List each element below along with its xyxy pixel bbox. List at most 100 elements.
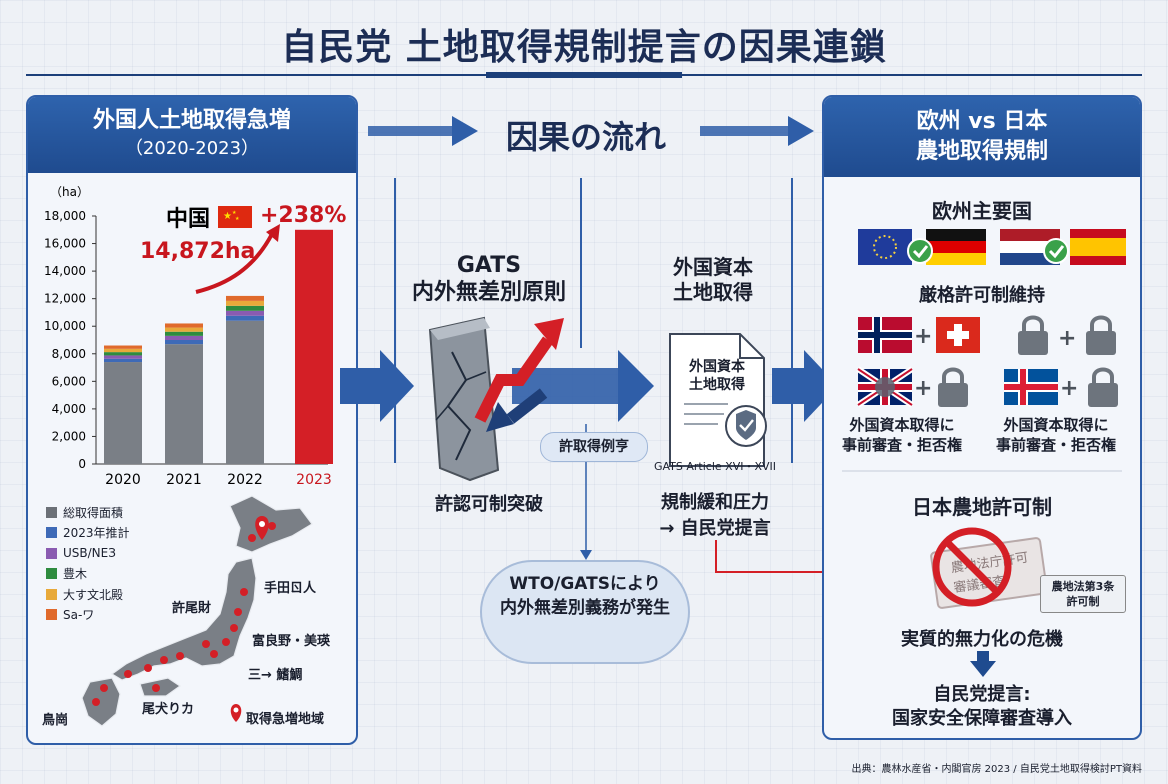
lock-icon <box>1088 367 1118 407</box>
bar-segment-2020 <box>104 358 142 363</box>
pressure-label: 規制緩和圧力 → 自民党提言 <box>659 492 771 539</box>
plus-icon: + <box>1060 376 1078 401</box>
flow-arrow-1 <box>340 350 414 422</box>
netherlands-flag-icon <box>1000 229 1060 265</box>
right-panel: 欧州 vs 日本 農地取得規制 欧州主要国 厳格許可制維持 外国資本取得に 事前… <box>822 95 1142 740</box>
map-label-niseko: 三→ 鰭鯛 <box>248 668 303 683</box>
chart-legend: 総取得面積 2023年推計 USB/NEЗ 豊木大す文北殿 Sа-ワ <box>46 502 130 625</box>
wto-bubble: WTO/GATSにより 内外無差別義務が発生 <box>480 560 690 664</box>
eu-caption: 厳格許可制維持 <box>919 285 1045 306</box>
norway-flag-icon <box>858 317 912 353</box>
legend-label: 豊木 <box>63 567 88 582</box>
legend-swatch <box>46 527 57 539</box>
title-divider-accent <box>486 72 682 78</box>
cracked-wall-icon <box>428 316 500 482</box>
map-label-south-mid: 尾犬りカ <box>142 702 195 717</box>
foreign-capital-title: 外国資本 土地取得 <box>673 255 753 304</box>
legend-item: 豊木 <box>46 564 130 585</box>
bar-segment-2022 <box>226 315 264 321</box>
svg-text:★: ★ <box>232 210 237 216</box>
y-tick-label: 6,000 <box>52 374 86 388</box>
legend-label: USB/NEЗ <box>63 546 116 561</box>
shield-check-icon <box>725 405 767 447</box>
legend-item: Sа-ワ <box>46 605 130 626</box>
map-label-left-mid: 許尾財 <box>172 601 212 616</box>
legend-pin-icon <box>230 704 242 722</box>
check-icon <box>1043 238 1069 264</box>
bar-2023 <box>295 229 333 464</box>
china-value-label: 14,872ha <box>140 239 255 264</box>
legend-item: USB/NEЗ <box>46 543 130 564</box>
x-tick-label: 2022 <box>227 472 263 488</box>
legend-swatch <box>46 568 57 580</box>
y-tick-label: 16,000 <box>44 237 86 251</box>
y-tick-label: 14,000 <box>44 264 86 278</box>
breakthrough-arrow-icon <box>474 318 564 423</box>
breakthrough-label: 許認可制突破 <box>435 494 543 515</box>
flow-title: 因果の流れ <box>505 118 666 156</box>
plus-icon: + <box>1058 326 1076 351</box>
sources-note: 出典：農林水産省・内閣官房 2023 / 自民党土地取得検討PT資料 <box>851 764 1143 775</box>
spain-flag-icon <box>1070 229 1126 265</box>
japan-map <box>81 495 313 727</box>
switzerland-flag-icon <box>936 317 980 353</box>
y-axis: 02,0004,0006,0008,00010,00012,00014,0001… <box>44 209 328 471</box>
y-tick-label: 2,000 <box>52 429 86 443</box>
bar-segment-2022 <box>226 310 264 316</box>
left-panel-subtitle: （2020-2023） <box>124 138 260 159</box>
page-title: 自民党 土地取得規制提言の因果連鎖 <box>281 27 887 68</box>
vertical-divider-3 <box>791 178 793 463</box>
bar-segment-2020 <box>104 345 142 349</box>
growth-arrowhead <box>266 224 280 242</box>
bar-segment-2021 <box>165 335 203 340</box>
wto-bubble-text: WTO/GATSにより 内外無差別義務が発生 <box>500 574 670 618</box>
prior-review-text-1: 外国資本取得に 事前審査・拒否権 <box>841 416 962 454</box>
lock-icon <box>1086 315 1116 355</box>
vertical-divider-1 <box>394 178 396 463</box>
bar-segment-2020 <box>104 352 142 356</box>
x-tick-label: 2021 <box>166 472 202 488</box>
down-connector-head <box>580 550 592 560</box>
left-panel-header: 外国人土地取得急増 （2020-2023） <box>28 97 356 173</box>
y-tick-label: 8,000 <box>52 347 86 361</box>
map-label-furano: 富良野・美瑛 <box>252 634 331 649</box>
bar-2020 <box>104 362 142 464</box>
germany-flag-icon <box>926 229 986 265</box>
legend-label: 総取得面積 <box>63 505 124 520</box>
bar-segment-2022 <box>226 305 264 311</box>
crisis-label: 実質的無力化の危機 <box>901 629 1063 650</box>
y-tick-label: 10,000 <box>44 319 86 333</box>
down-arrow-icon <box>970 651 996 677</box>
y-tick-label: 4,000 <box>52 402 86 416</box>
legend-swatch <box>46 547 57 559</box>
left-panel-title: 外国人土地取得急増 <box>92 108 291 133</box>
china-flag-icon: ★ ★ ★ <box>218 206 252 228</box>
bar-segment-2020 <box>104 355 142 359</box>
right-panel-graphics: + + + + 農地法庁許可 審議審査 <box>842 229 1126 677</box>
document-text: 外国資本 土地取得 <box>689 359 745 393</box>
map-legend-label: 取得急増地域 <box>246 712 325 727</box>
legend-swatch <box>46 609 57 621</box>
bar-segment-2022 <box>226 300 264 306</box>
gats-article-label: GATS Article XVI・XVII <box>653 460 777 473</box>
right-panel-title: 欧州 vs 日本 農地取得規制 <box>915 109 1048 164</box>
legend-label: 2023年推計 <box>63 526 130 541</box>
svg-text:★: ★ <box>223 211 232 222</box>
exception-pill: 許取得例亨 <box>540 432 648 462</box>
vertical-divider-2 <box>580 178 582 348</box>
growth-label: +238% <box>260 203 346 228</box>
legend-item: 大す文北殿 <box>46 584 130 605</box>
legend-label: 大す文北殿 <box>63 587 124 602</box>
legend-swatch <box>46 506 57 518</box>
bar-segment-2021 <box>165 340 203 345</box>
stamp-box-label: 農地法第3条 許可制 <box>1040 575 1126 613</box>
growth-arrow <box>195 233 274 294</box>
y-tick-label: 0 <box>78 457 86 471</box>
map-label-north: 手田ㄖ人 <box>264 581 317 596</box>
chart-unit-label: （ha） <box>50 185 89 199</box>
prohibited-icon <box>932 527 1012 607</box>
legend-item: 総取得面積 <box>46 502 130 523</box>
top-arrow-right <box>700 116 814 146</box>
